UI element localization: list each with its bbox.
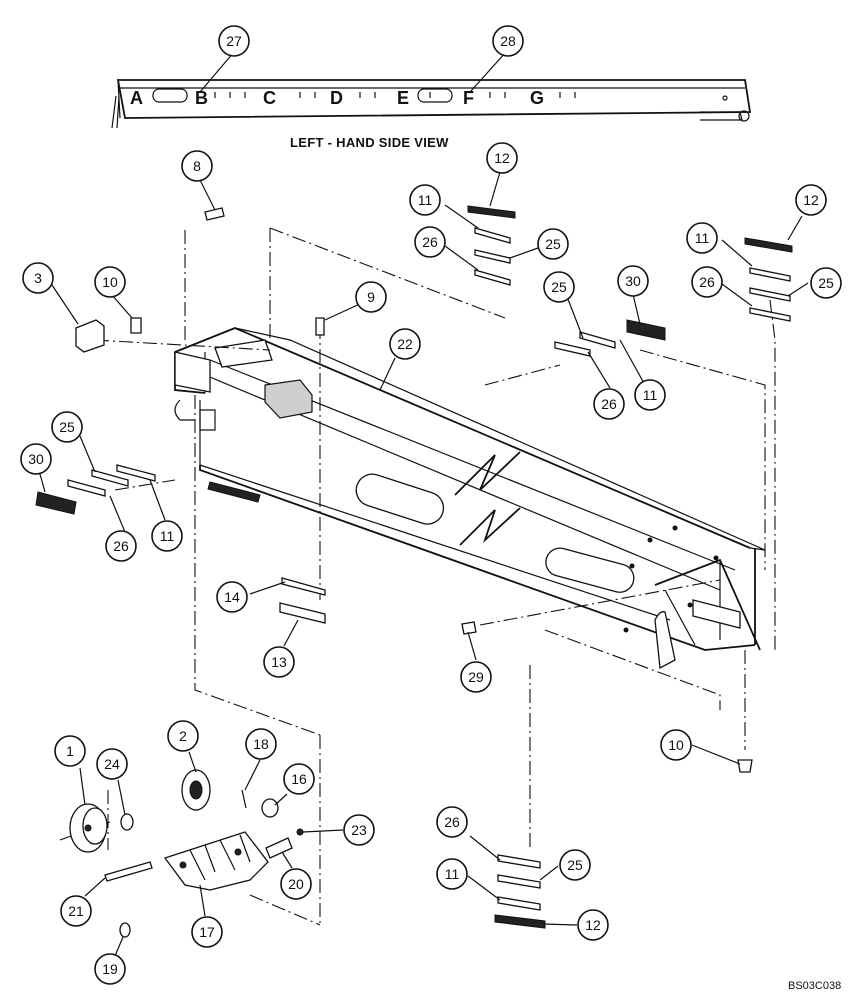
callout-13: 13	[263, 646, 295, 678]
side-letter: E	[397, 88, 409, 108]
callout-9: 9	[355, 281, 387, 313]
svg-text:25: 25	[545, 236, 561, 252]
callout-12: 12	[795, 184, 827, 216]
svg-text:25: 25	[551, 279, 567, 295]
svg-text:26: 26	[601, 396, 617, 412]
callout-11: 11	[686, 222, 718, 254]
callout-29: 29	[460, 661, 492, 693]
callout-26: 26	[105, 530, 137, 562]
svg-text:30: 30	[28, 451, 44, 467]
svg-text:2: 2	[179, 728, 187, 744]
svg-text:29: 29	[468, 669, 484, 685]
svg-text:12: 12	[494, 150, 510, 166]
svg-text:20: 20	[288, 876, 304, 892]
svg-text:8: 8	[193, 158, 201, 174]
callout-26: 26	[414, 226, 446, 258]
side-view-letters: A B C D E F G	[130, 88, 544, 108]
callout-11: 11	[151, 520, 183, 552]
loose-parts	[35, 205, 793, 929]
svg-text:26: 26	[699, 274, 715, 290]
svg-text:25: 25	[567, 857, 583, 873]
svg-text:25: 25	[59, 419, 75, 435]
callout-2: 2	[167, 720, 199, 752]
callout-24: 24	[96, 748, 128, 780]
callout-17: 17	[191, 916, 223, 948]
svg-text:13: 13	[271, 654, 287, 670]
callout-25: 25	[51, 411, 83, 443]
callout-30: 30	[617, 265, 649, 297]
svg-text:12: 12	[803, 192, 819, 208]
svg-text:11: 11	[418, 192, 433, 208]
callout-26: 26	[691, 266, 723, 298]
svg-text:10: 10	[102, 274, 118, 290]
callout-18: 18	[245, 728, 277, 760]
callout-12: 12	[486, 142, 518, 174]
callout-22: 22	[389, 328, 421, 360]
callout-8: 8	[181, 150, 213, 182]
callout-27: 27	[218, 25, 250, 57]
leader-lines	[39, 171, 809, 957]
svg-text:11: 11	[643, 387, 658, 403]
callout-1: 1	[54, 735, 86, 767]
svg-text:26: 26	[113, 538, 129, 554]
callout-10: 10	[660, 729, 692, 761]
svg-text:12: 12	[585, 917, 601, 933]
callout-21: 21	[60, 895, 92, 927]
svg-text:25: 25	[818, 275, 834, 291]
callout-11: 11	[634, 379, 666, 411]
callout-20: 20	[280, 868, 312, 900]
svg-text:9: 9	[367, 289, 375, 305]
callout-25: 25	[559, 849, 591, 881]
svg-text:27: 27	[226, 33, 242, 49]
side-letter: F	[463, 88, 474, 108]
side-letter: C	[263, 88, 276, 108]
svg-text:26: 26	[422, 234, 438, 250]
svg-text:21: 21	[68, 903, 84, 919]
callout-11: 11	[409, 184, 441, 216]
assembly-lines	[59, 227, 776, 926]
callout-25: 25	[810, 267, 842, 299]
figure-code: BS03C038	[788, 980, 842, 992]
side-letter: G	[530, 88, 544, 108]
svg-text:18: 18	[253, 736, 269, 752]
callout-16: 16	[283, 763, 315, 795]
side-letter: D	[330, 88, 343, 108]
callout-11: 11	[436, 858, 468, 890]
callout-26: 26	[593, 388, 625, 420]
roller-assembly	[69, 769, 304, 938]
callout-14: 14	[216, 581, 248, 613]
svg-text:26: 26	[444, 814, 460, 830]
svg-text:16: 16	[291, 771, 307, 787]
svg-text:10: 10	[668, 737, 684, 753]
side-view-beam	[111, 79, 752, 129]
callout-23: 23	[343, 814, 375, 846]
svg-text:11: 11	[695, 230, 710, 246]
callout-26: 26	[436, 806, 468, 838]
svg-text:24: 24	[104, 756, 120, 772]
callout-10: 10	[94, 266, 126, 298]
side-letter: A	[130, 88, 143, 108]
callout-30: 30	[20, 443, 52, 475]
svg-text:11: 11	[445, 866, 460, 882]
svg-text:22: 22	[397, 336, 413, 352]
callout-19: 19	[94, 953, 126, 985]
svg-text:28: 28	[500, 33, 516, 49]
side-letter: B	[195, 88, 208, 108]
svg-text:11: 11	[160, 528, 175, 544]
svg-text:19: 19	[102, 961, 118, 977]
side-view-title: LEFT - HAND SIDE VIEW	[290, 135, 449, 150]
boom-section	[174, 327, 766, 670]
svg-text:23: 23	[351, 822, 367, 838]
svg-text:3: 3	[34, 270, 42, 286]
svg-text:30: 30	[625, 273, 641, 289]
callout-25: 25	[543, 271, 575, 303]
callout-25: 25	[537, 228, 569, 260]
callout-28: 28	[492, 25, 524, 57]
svg-text:1: 1	[66, 743, 74, 759]
svg-text:14: 14	[224, 589, 240, 605]
svg-text:17: 17	[199, 924, 215, 940]
callout-12: 12	[577, 909, 609, 941]
callout-3: 3	[22, 262, 54, 294]
